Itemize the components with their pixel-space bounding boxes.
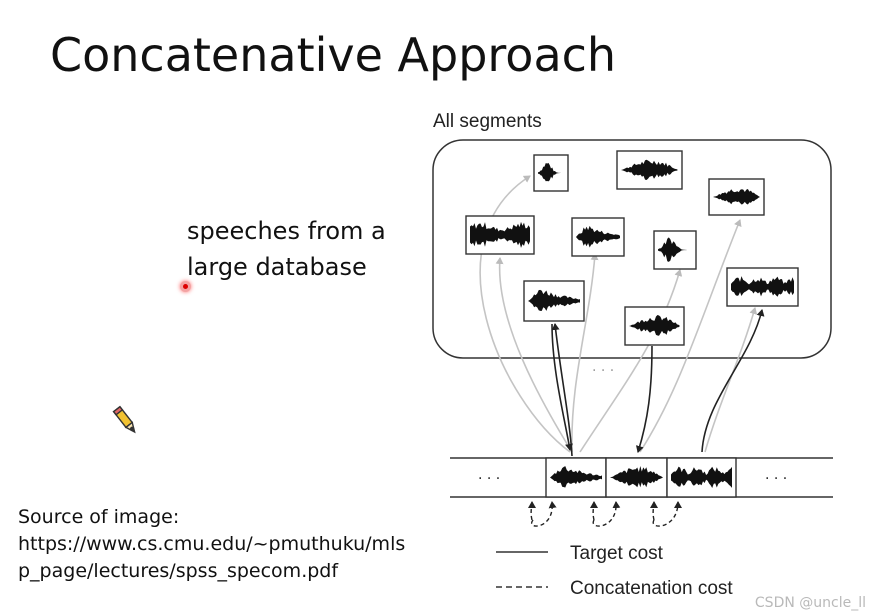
target-arrow	[635, 345, 653, 453]
target-cost-arrows	[551, 309, 765, 457]
segment-4	[465, 215, 535, 255]
waveform	[671, 466, 732, 488]
bullet-text: speeches from a large database	[187, 213, 427, 285]
source-url-line-1: https://www.cs.cmu.edu/~pmuthuku/mls	[18, 533, 406, 555]
candidate-arrow	[479, 175, 571, 453]
concatenation-cost-arrows	[527, 501, 682, 527]
segment-3	[708, 178, 765, 216]
target-arrow	[551, 323, 573, 451]
candidate-arrow	[571, 253, 599, 453]
segment-pool	[465, 150, 799, 346]
selected-sequence: · · · · · ·	[450, 457, 833, 498]
page-title: Concatenative Approach	[50, 28, 617, 82]
selected-segment-2	[605, 457, 668, 498]
sequence-ellipsis-right: · · ·	[765, 471, 787, 487]
legend: Target cost Concatenation cost	[496, 543, 733, 599]
waveform	[713, 189, 760, 205]
segment-5	[571, 217, 625, 257]
waveform	[470, 221, 530, 248]
candidate-arrow	[704, 307, 758, 453]
selected-segment-1	[545, 457, 607, 498]
waveform	[576, 225, 620, 248]
concat-arrow	[589, 501, 598, 521]
concat-arrow	[592, 501, 621, 527]
pencil-icon[interactable]	[112, 404, 140, 438]
candidate-arrows	[479, 175, 758, 453]
segment-8	[624, 306, 685, 346]
segment-6	[653, 230, 697, 270]
concat-arrow	[530, 501, 557, 527]
waveform	[550, 466, 602, 488]
waveform	[621, 159, 678, 180]
candidate-arrow	[639, 219, 742, 453]
legend-target-label: Target cost	[570, 543, 664, 564]
sequence-ellipsis-left: · · ·	[478, 471, 500, 487]
segment-2	[616, 150, 683, 190]
source-label: Source of image:	[18, 506, 180, 528]
candidate-arrow	[495, 257, 573, 453]
source-url-line-2: p_page/lectures/spss_specom.pdf	[18, 560, 339, 582]
all-segments-label: All segments	[433, 111, 542, 132]
candidate-arrow	[579, 269, 683, 453]
segment-7	[523, 280, 585, 322]
concat-arrow	[527, 501, 536, 521]
waveform	[658, 237, 692, 262]
laser-pointer-icon	[180, 281, 191, 292]
target-arrow	[701, 309, 765, 453]
legend-concat-label: Concatenation cost	[570, 578, 733, 599]
concatenative-synthesis-diagram: All segments	[432, 111, 833, 599]
segment-1	[533, 154, 569, 192]
pool-ellipsis: · · ·	[592, 363, 614, 379]
bullet-line-1: speeches from a	[187, 217, 386, 245]
selected-segment-3	[666, 457, 737, 498]
waveform	[629, 315, 680, 336]
waveform	[610, 466, 663, 488]
waveform	[538, 162, 564, 182]
waveform	[528, 289, 580, 311]
concat-arrow	[649, 501, 658, 521]
watermark: CSDN @uncle_ll	[754, 595, 866, 611]
waveform	[731, 276, 794, 297]
target-arrow	[551, 323, 573, 457]
image-source-citation: Source of image: https://www.cs.cmu.edu/…	[18, 504, 418, 585]
segment-9	[726, 267, 799, 307]
bullet-line-2: large database	[187, 253, 367, 281]
segment-pool-box	[432, 139, 832, 359]
concat-arrow	[652, 501, 682, 527]
